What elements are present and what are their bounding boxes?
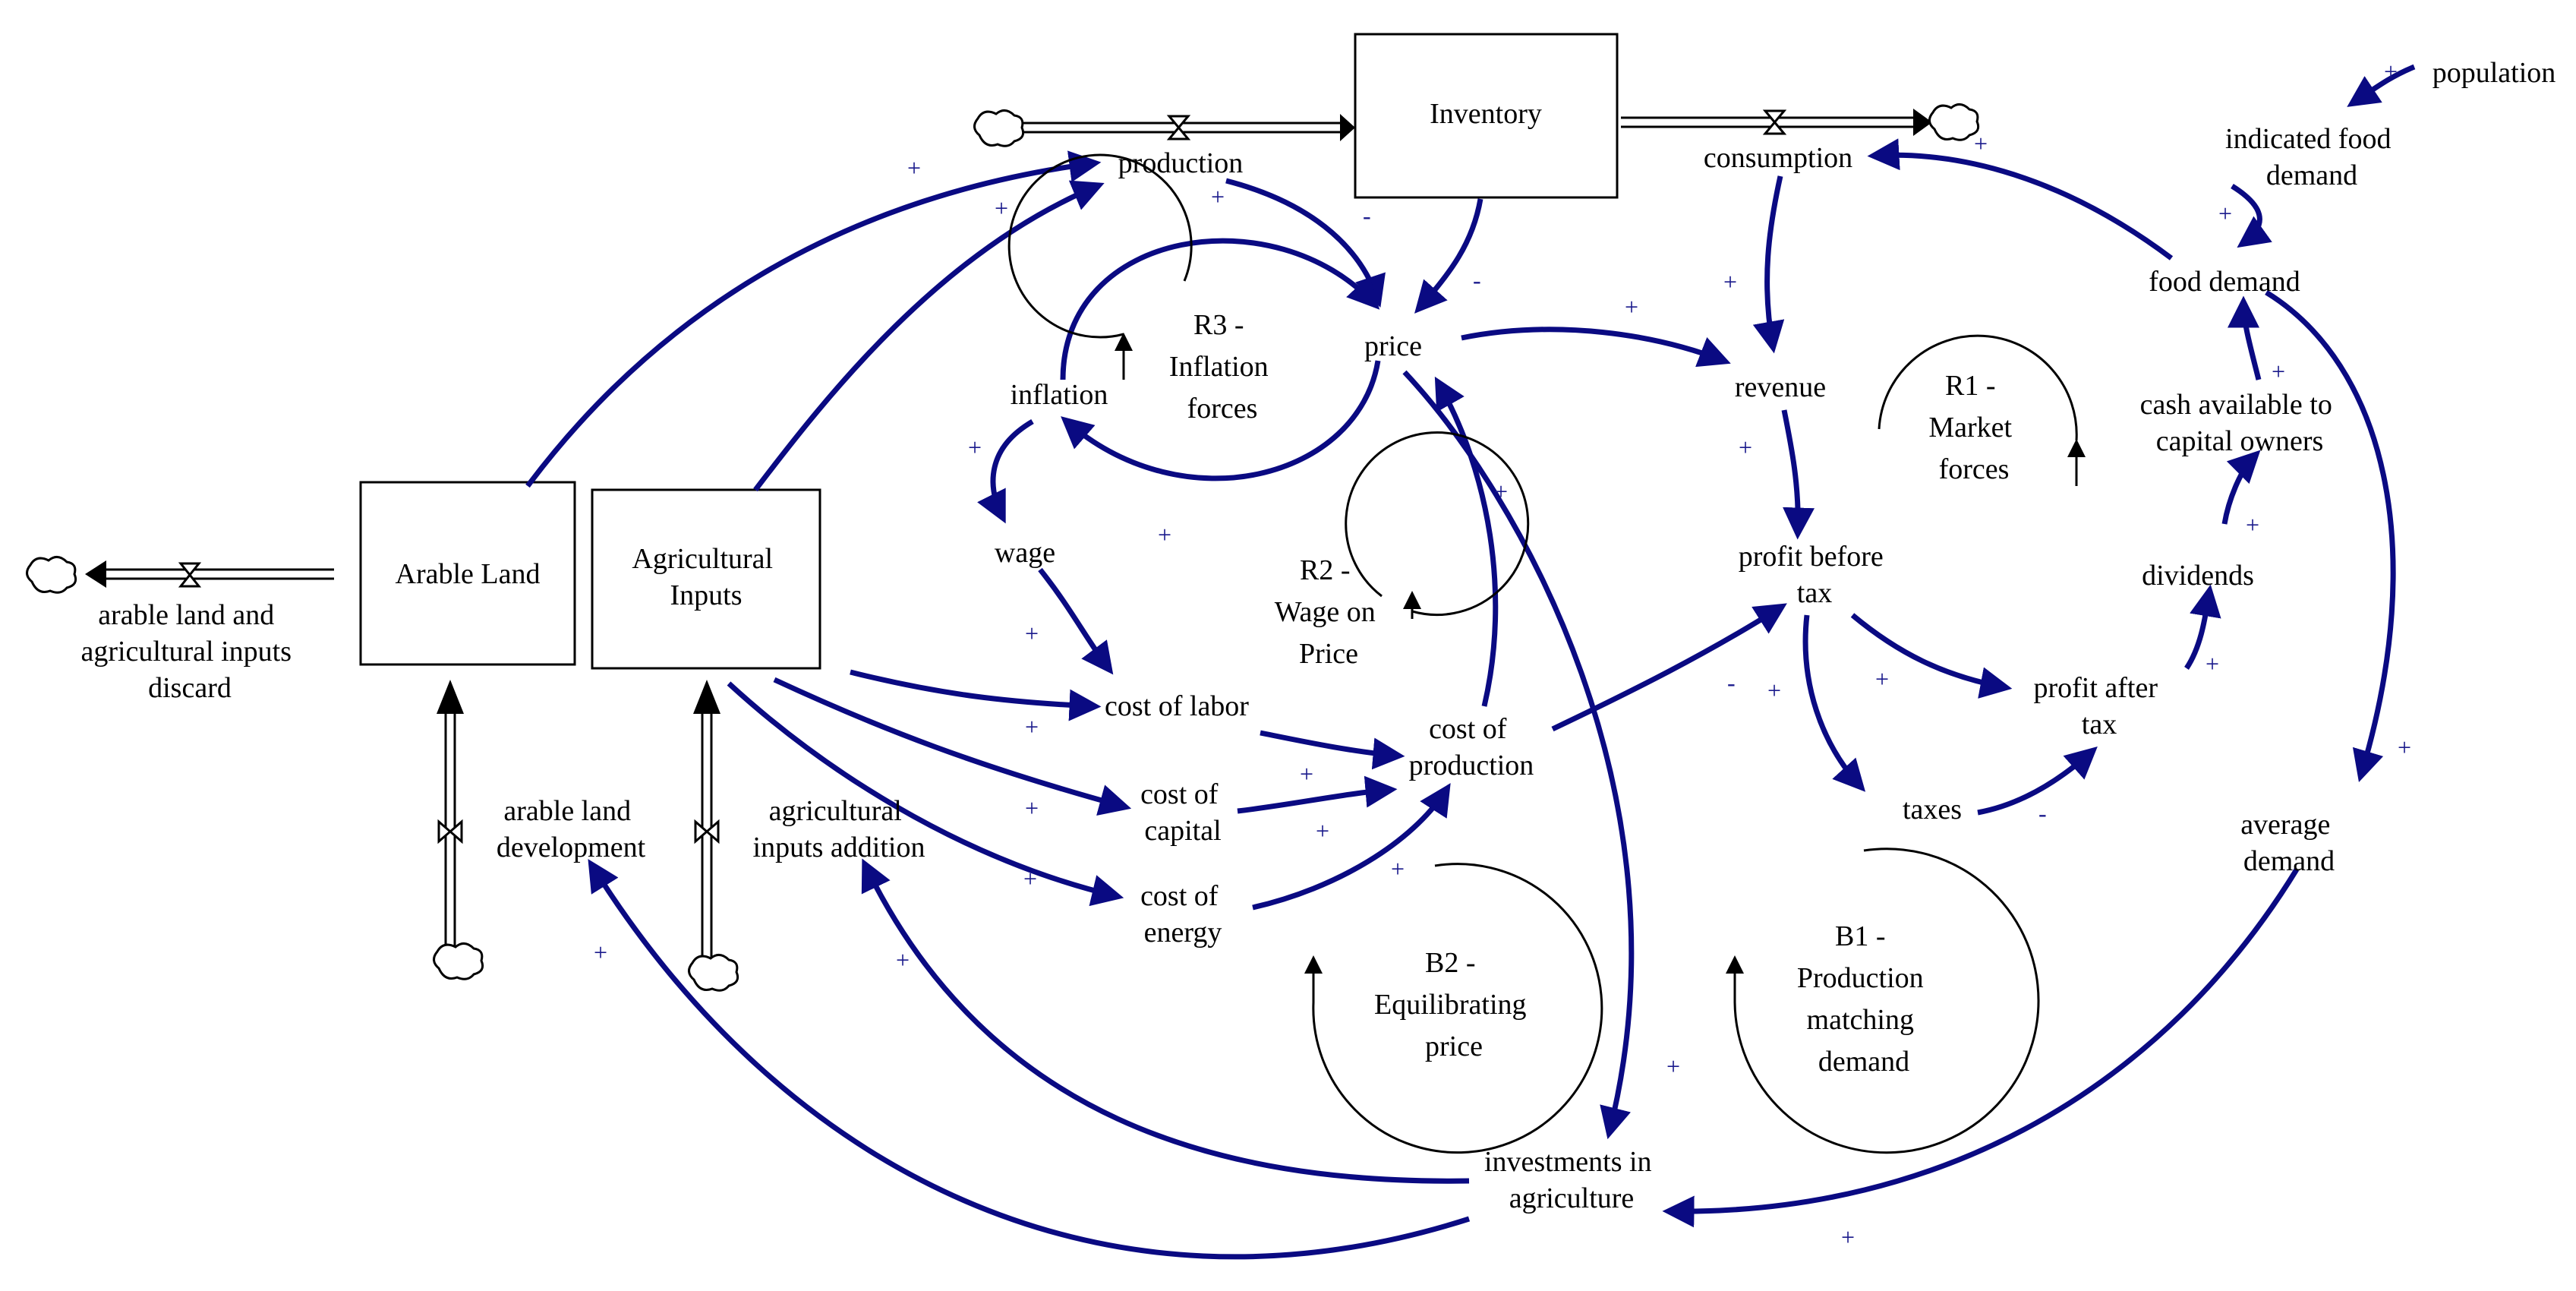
r3-loop-icon (1007, 153, 1193, 380)
addition-source-cloud-icon (688, 954, 739, 992)
polarity-minus: - (1727, 669, 1736, 696)
consumption-sink-cloud-icon (1928, 103, 1980, 141)
polarity-plus: + (2218, 200, 2232, 227)
polarity-plus: + (1625, 293, 1638, 320)
discard-sink-cloud-icon (26, 556, 77, 594)
polarity-plus: + (907, 154, 921, 181)
production-source-cloud-icon (973, 109, 1025, 147)
flow-pipes (85, 109, 1932, 961)
polarity-plus: + (1025, 794, 1039, 822)
polarity-minus: - (2038, 800, 2047, 827)
production-label: production (1118, 147, 1244, 179)
discard-valve-icon (178, 562, 202, 588)
polarity-plus: + (1841, 1223, 1855, 1251)
polarity-plus: + (1767, 677, 1781, 704)
polarity-plus: + (1025, 620, 1039, 647)
polarity-plus: + (1494, 478, 1508, 505)
causal-links (525, 64, 2416, 1260)
polarity-plus: + (2384, 58, 2398, 85)
r2-loop-icon (1345, 431, 1530, 619)
polarity-plus: + (2246, 511, 2259, 538)
polarity-marks: + + + - - + + + + + + + + + + + + + - + … (594, 58, 2411, 1251)
polarity-plus: + (1300, 760, 1313, 788)
clouds (26, 103, 1980, 992)
taxes-label: taxes (1903, 794, 1962, 825)
flow-valves (178, 109, 1787, 844)
r2-loop-label: R2 - Wage on Price (1275, 554, 1383, 670)
b1-loop-icon (1735, 848, 2040, 1154)
polarity-plus: + (1316, 817, 1329, 844)
investments-in-agriculture-label: investments in agriculture (1484, 1146, 1659, 1214)
cost-of-energy-label: cost of energy (1140, 880, 1225, 949)
inventory-label: Inventory (1430, 98, 1542, 130)
discard-label: arable land and agricultural inputs disc… (80, 599, 298, 704)
polarity-plus: + (1739, 434, 1752, 461)
agricultural-inputs-stock (591, 488, 821, 670)
addition-valve-icon (694, 819, 720, 844)
polarity-plus: + (2272, 358, 2285, 385)
polarity-minus: - (1473, 267, 1481, 294)
profit-before-tax-label: profit before tax (1739, 541, 1890, 609)
consumption-label: consumption (1704, 142, 1852, 174)
agricultural-inputs-label: Agricultural Inputs (632, 543, 780, 611)
b2-loop-label: B2 - Equilibrating price (1374, 947, 1534, 1062)
r3-loop-label: R3 - Inflation forces (1169, 309, 1275, 425)
polarity-plus: + (1391, 855, 1405, 882)
dividends-label: dividends (2142, 560, 2254, 592)
polarity-plus: + (1666, 1053, 1680, 1080)
polarity-plus: + (2206, 650, 2219, 677)
production-valve-icon (1166, 115, 1191, 140)
wage-label: wage (995, 537, 1055, 569)
polarity-plus: + (1023, 865, 1037, 892)
polarity-minus: - (1363, 202, 1371, 229)
polarity-plus: + (896, 946, 910, 974)
food-demand-label: food demand (2149, 266, 2300, 298)
polarity-plus: + (1158, 521, 1171, 548)
revenue-label: revenue (1735, 371, 1826, 403)
b2-loop-icon (1313, 863, 1603, 1154)
development-source-cloud-icon (433, 942, 484, 980)
polarity-plus: + (2398, 734, 2411, 761)
inventory-stock (1354, 33, 1619, 199)
polarity-plus: + (968, 434, 982, 461)
inflation-label: inflation (1011, 379, 1108, 411)
polarity-plus: + (1723, 268, 1737, 295)
cost-of-production-label: cost of production (1409, 713, 1534, 781)
population-label: population (2433, 57, 2556, 89)
cost-of-labor-label: cost of labor (1105, 690, 1249, 722)
polarity-plus: + (594, 939, 607, 966)
polarity-plus: + (1974, 130, 1988, 157)
labels: Inventory Arable Land Agricultural Input… (80, 57, 2556, 1214)
polarity-plus: + (1211, 183, 1225, 210)
stocks (359, 33, 1619, 670)
cost-of-capital-label: cost of capital (1140, 778, 1225, 847)
polarity-plus: + (1875, 665, 1889, 693)
polarity-plus: + (995, 194, 1008, 222)
profit-after-tax-label: profit after tax (2033, 672, 2165, 740)
loop-arcs (1007, 153, 2076, 1154)
r1-loop-icon (1878, 334, 2076, 486)
average-demand-label: average demand (2240, 809, 2338, 877)
r1-loop-label: R1 - Market forces (1928, 370, 2019, 485)
polarity-plus: + (1025, 713, 1039, 740)
b1-loop-label: B1 - Production matching demand (1797, 920, 1931, 1078)
arable-land-stock (359, 481, 576, 666)
indicated-food-demand-label: indicated food demand (2225, 123, 2398, 191)
consumption-valve-icon (1762, 109, 1787, 135)
cash-available-label: cash available to capital owners (2140, 389, 2340, 457)
arable-land-label: Arable Land (396, 558, 541, 590)
arable-land-development-label: arable land development (497, 795, 646, 863)
price-label: price (1364, 330, 1422, 362)
development-valve-icon (437, 819, 463, 844)
agricultural-inputs-addition-label: agricultural inputs addition (753, 795, 925, 863)
